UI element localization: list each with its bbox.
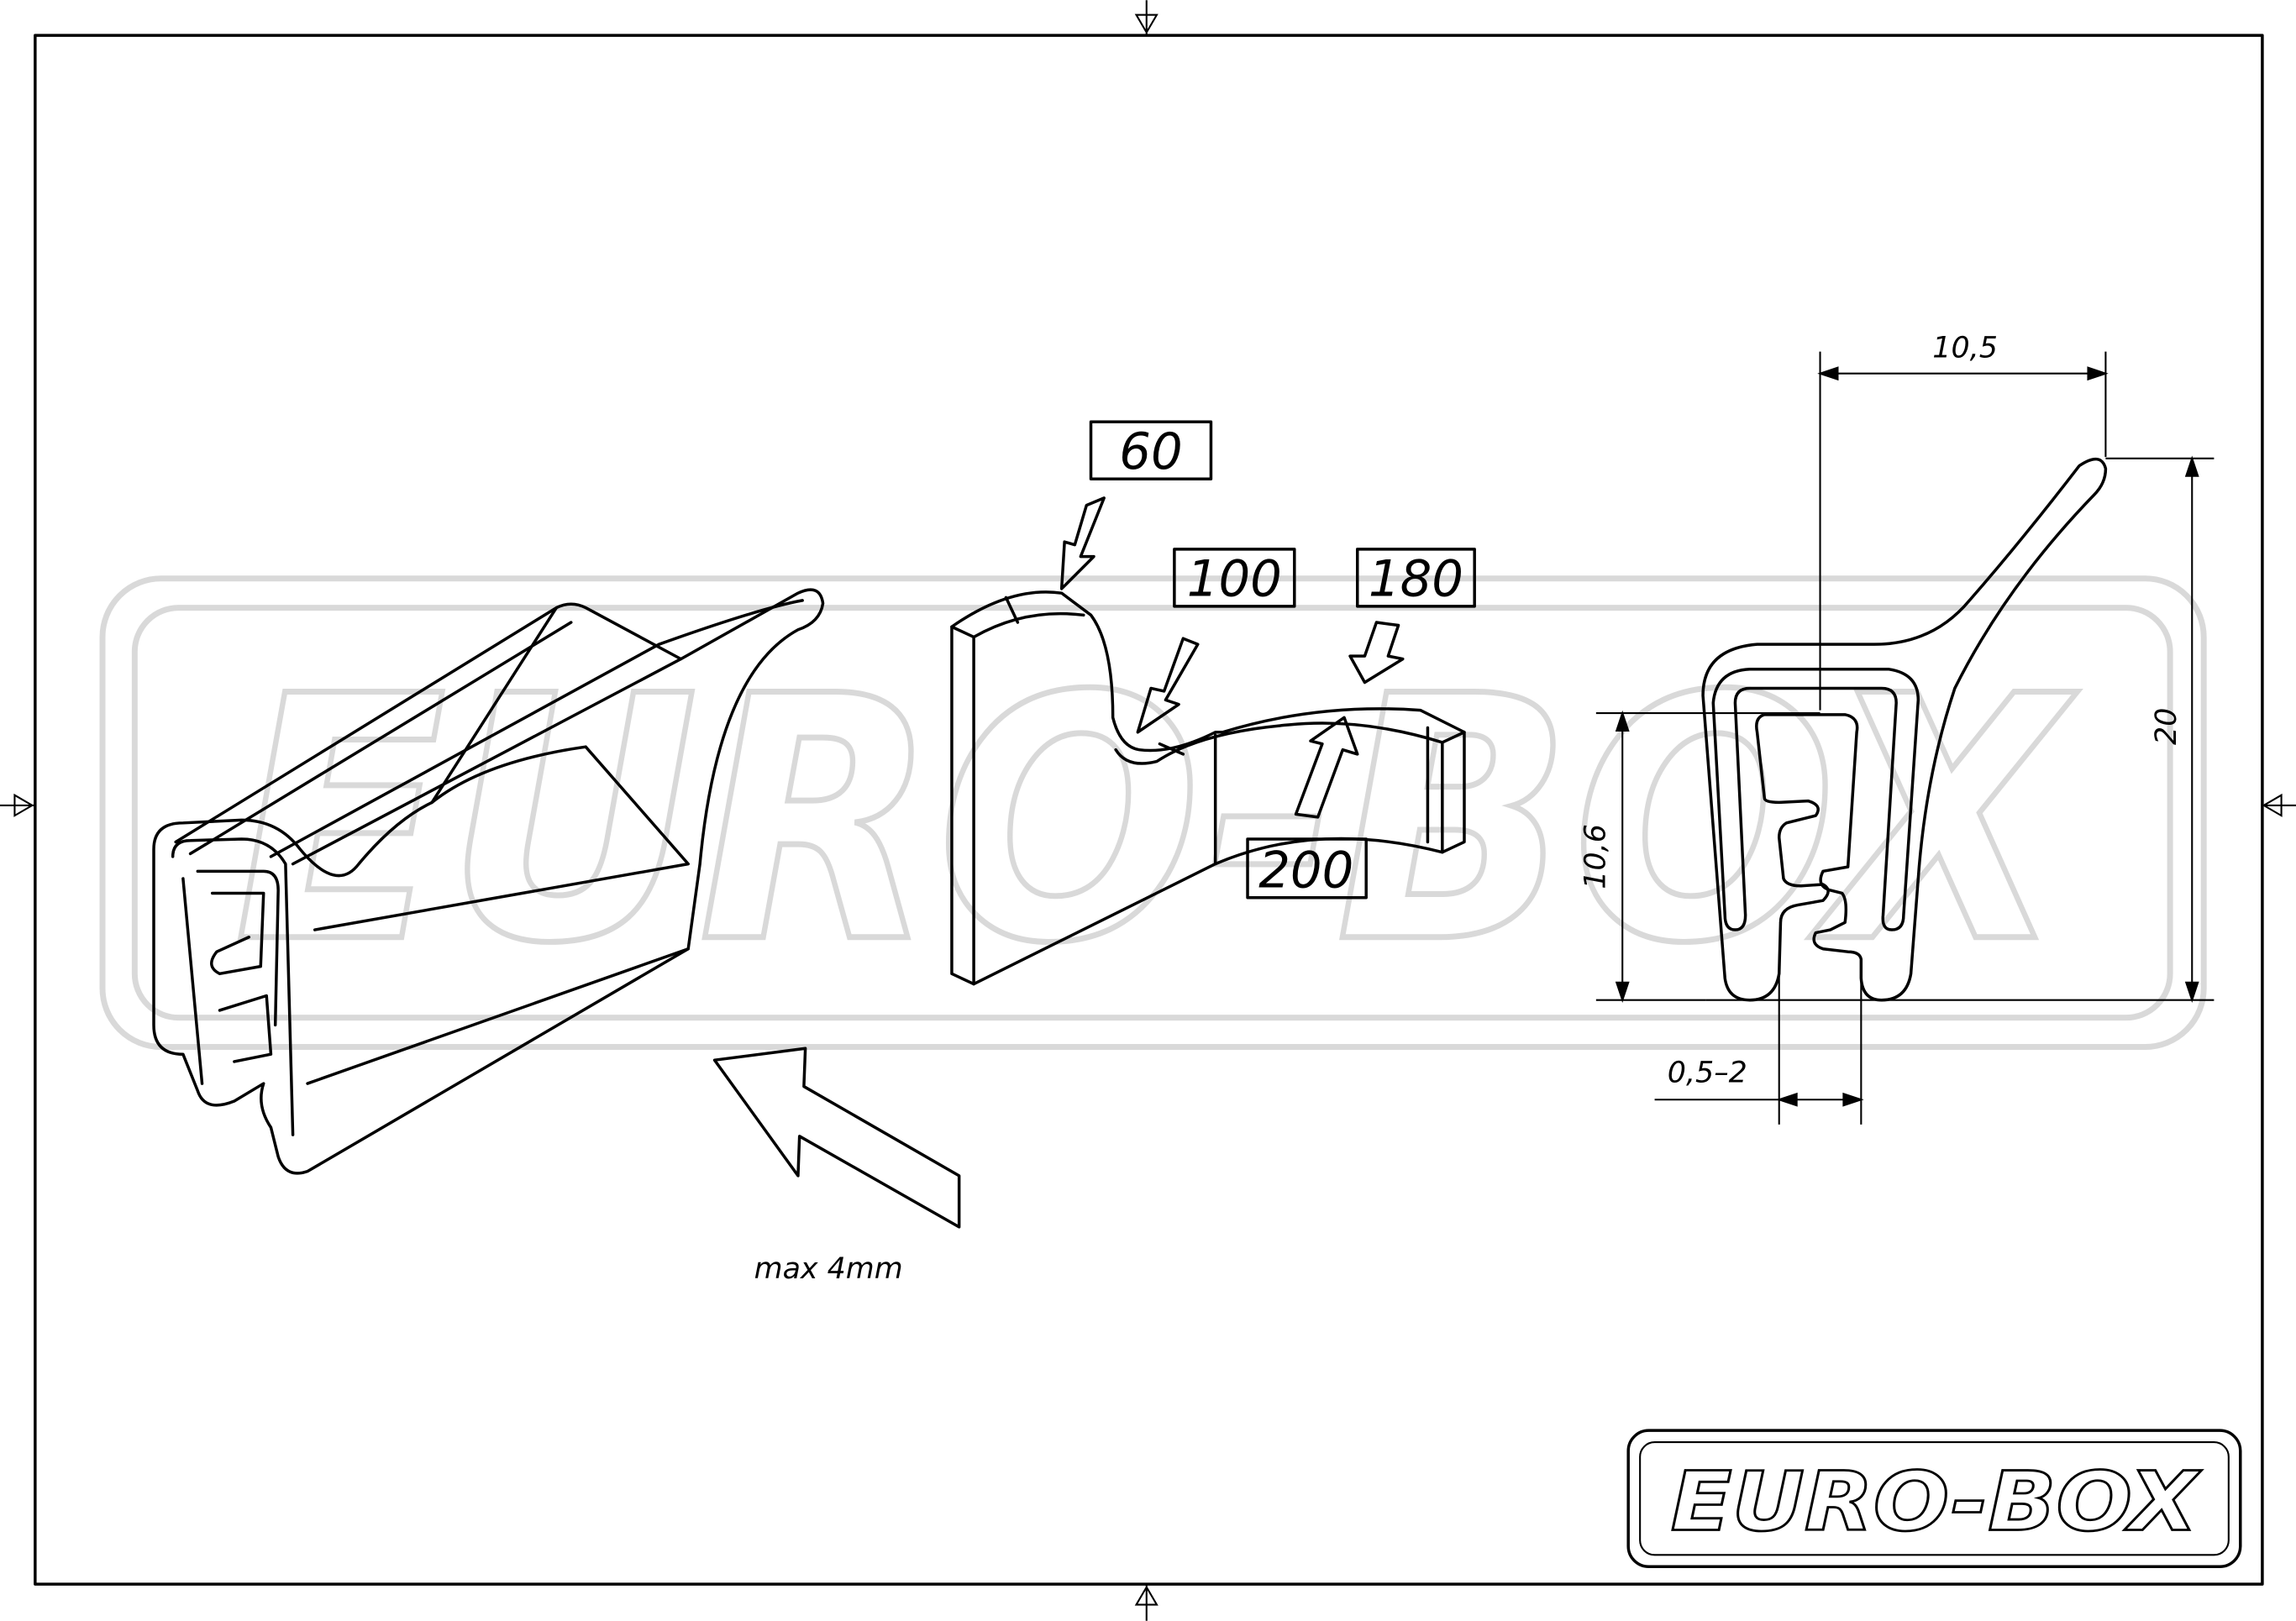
callout-box-60 (1089, 420, 1213, 480)
watermark-text: EURO-BOX (234, 625, 2078, 1017)
callout-arrow-100 (1136, 637, 1200, 734)
callout-box-180 (1356, 548, 1476, 608)
callout-200: 200 (1258, 842, 1353, 900)
dimension-width-top: 10,5 (1932, 332, 1998, 365)
max-thickness-note: max 4mm (754, 1252, 903, 1286)
dimension-lines (1595, 351, 2215, 1125)
isometric-profile-view (152, 588, 825, 1175)
logo-text: EURO-BOX (1671, 1455, 2203, 1550)
euro-box-logo: EURO-BOX (1626, 1429, 2242, 1568)
callout-box-100 (1173, 548, 1296, 608)
callout-box-200 (1246, 837, 1368, 900)
callout-180: 180 (1369, 550, 1463, 608)
dimension-gap-range: 0,5–2 (1668, 1056, 1747, 1089)
dimension-height-inner: 10,6 (1579, 824, 1612, 889)
callout-60: 60 (1119, 422, 1182, 480)
callout-arrow-60 (1059, 496, 1106, 590)
bend-callouts: 60 100 180 200 (1059, 420, 1476, 900)
callout-arrow-180 (1348, 621, 1405, 685)
cross-section-profile (1701, 457, 2108, 1002)
callout-arrow-200 (1294, 716, 1359, 819)
dimension-height-total: 20 (2150, 708, 2183, 745)
callout-100: 100 (1187, 550, 1282, 608)
insertion-arrow (712, 1047, 961, 1229)
drawing-frame (34, 34, 2264, 1586)
